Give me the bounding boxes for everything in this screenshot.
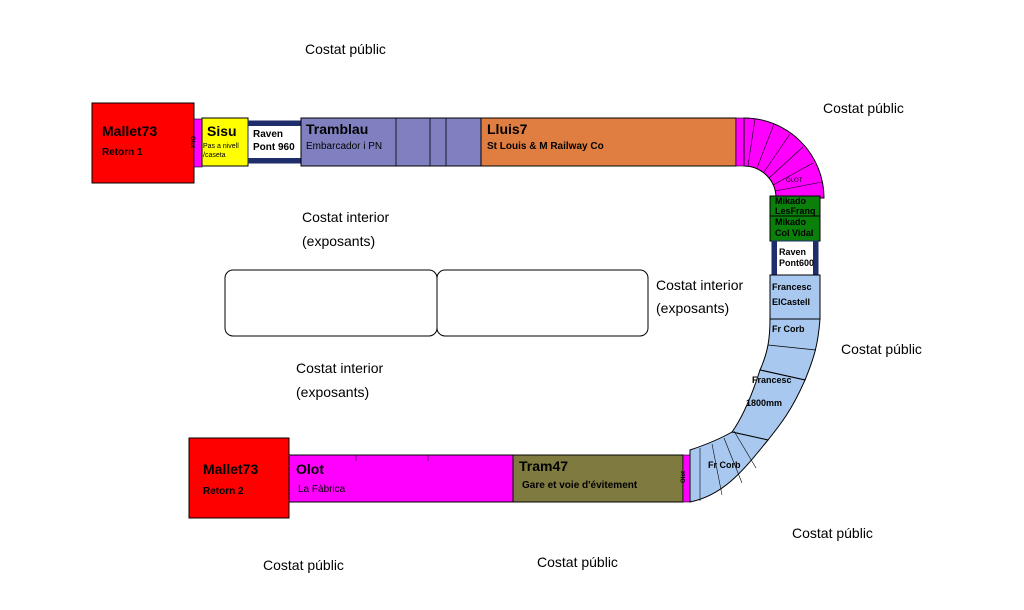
mikado1-name: Mikado xyxy=(775,196,807,206)
olot-curve-label: OLOT xyxy=(786,178,803,184)
label-costat-public-top: Costat públic xyxy=(305,41,386,57)
olot-connector-bottom-label: Olot xyxy=(681,471,687,483)
exhibitor-table-right xyxy=(436,269,649,337)
tramblau-name: Tramblau xyxy=(306,121,369,137)
module-olot-connector-top xyxy=(193,118,203,168)
raven1-name: Raven xyxy=(253,129,284,140)
olot-sub: La Fàbrica xyxy=(298,484,346,495)
label-exposants-2: (exposants) xyxy=(656,300,730,316)
mikado1-sub: LesFranq xyxy=(775,206,816,216)
tramblau-sub: Embarcador i PN xyxy=(306,141,383,152)
francesc2-sub: 1800mm xyxy=(746,398,783,408)
mallet2-sub: Retorn 2 xyxy=(203,486,244,497)
label-costat-public-bottom-middle: Costat públic xyxy=(537,554,618,570)
exhibitor-table-left xyxy=(224,269,438,337)
sisu-sub1: Pas a nivell xyxy=(203,143,239,150)
mikado2-sub: Col Vidal xyxy=(775,228,814,238)
mallet2-name: Mallet73 xyxy=(203,461,259,477)
module-sisu xyxy=(201,117,249,167)
label-exposants-1: (exposants) xyxy=(302,233,376,249)
lluis7-sub: St Louis & M Railway Co xyxy=(487,141,604,152)
module-olot-connector-bottom xyxy=(682,454,691,503)
module-olot-la-fabrica xyxy=(288,454,514,503)
mallet1-sub: Retorn 1 xyxy=(102,147,143,158)
module-francesc-curve xyxy=(689,318,821,503)
module-mikado-col-vidal xyxy=(769,215,821,242)
module-mallet73-retorn-1 xyxy=(91,102,195,184)
label-costat-public-right: Costat públic xyxy=(841,341,922,357)
module-olot-connector-right xyxy=(735,117,745,167)
mallet1-name: Mallet73 xyxy=(102,123,158,139)
tram47-sub: Gare et voie d'évitement xyxy=(522,480,638,491)
label-costat-interior-3: Costat interior xyxy=(296,360,384,376)
sisu-sub2: /caseta xyxy=(203,152,226,159)
raven2-sub: Pont600 xyxy=(779,258,815,268)
lluis7-name: Lluis7 xyxy=(487,121,528,137)
tram47-name: Tram47 xyxy=(519,458,569,474)
francesc1-name: Francesc xyxy=(772,282,812,292)
label-costat-public-top-right: Costat públic xyxy=(823,100,904,116)
label-costat-public-bottom-right: Costat públic xyxy=(792,525,873,541)
francesc2-name: Francesc xyxy=(752,375,792,385)
module-raven-pont-600 xyxy=(771,240,819,276)
label-costat-interior-1: Costat interior xyxy=(302,209,390,225)
label-costat-public-bottom-left: Costat públic xyxy=(263,557,344,573)
francesc1-sub: ElCastell xyxy=(772,297,811,307)
olot-name: Olot xyxy=(296,461,324,477)
frcorb2-label: Fr Corb xyxy=(708,460,741,470)
module-tramblau xyxy=(300,117,482,167)
module-tram47 xyxy=(512,454,684,503)
module-raven-pont-960 xyxy=(247,120,302,164)
module-mallet73-retorn-2 xyxy=(188,437,290,519)
label-costat-interior-2: Costat interior xyxy=(656,277,744,293)
raven1-sub: Pont 960 xyxy=(253,142,295,153)
label-exposants-3: (exposants) xyxy=(296,384,370,400)
module-olot-curve xyxy=(743,117,825,199)
mikado2-name: Mikado xyxy=(775,217,807,227)
olot-connector-top-label: Olot xyxy=(189,136,195,148)
sisu-name: Sisu xyxy=(207,123,237,139)
frcorb1-label: Fr Corb xyxy=(772,324,805,334)
raven2-name: Raven xyxy=(779,247,807,257)
